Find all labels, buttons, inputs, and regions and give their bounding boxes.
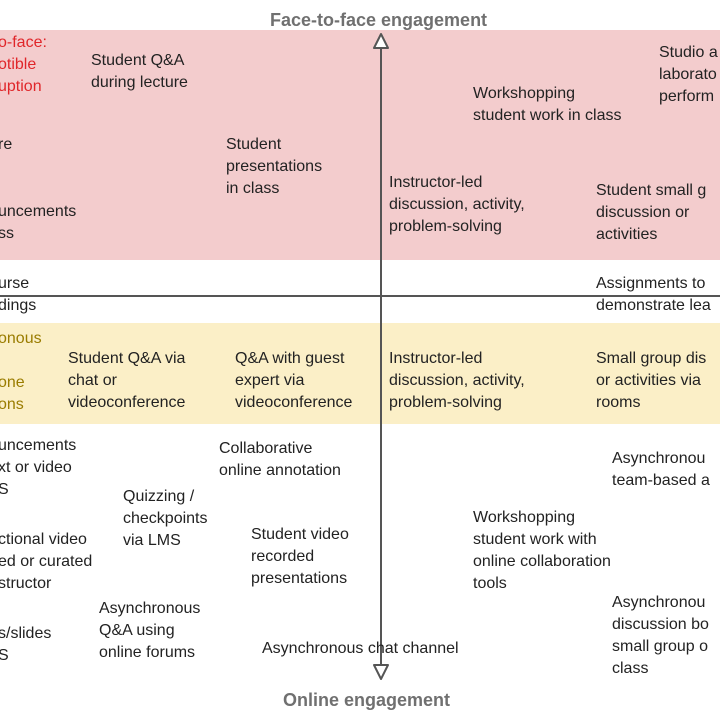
item-slides: s/slides S <box>0 625 52 664</box>
item-announcements-video: uncements xt or video S <box>0 437 77 498</box>
item-assignments: Assignments to demonstrate lea <box>596 275 711 314</box>
item-qa-guest: Q&A with guest expert via videoconferenc… <box>235 350 353 411</box>
item-student-video: Student video recorded presentations <box>251 526 349 587</box>
item-instructor-led-f2f: Instructor-led discussion, activity, pro… <box>389 174 525 235</box>
face-to-face-band <box>0 30 720 260</box>
item-student-qa-lecture: Student Q&A during lecture <box>91 52 188 91</box>
face-to-face-band-label: o-face: otible uption <box>0 34 47 95</box>
item-workshopping-online: Workshopping student work with online co… <box>473 509 611 592</box>
item-workshopping-class: Workshopping student work in class <box>473 85 622 124</box>
synchronous-band-label: onous <box>0 330 42 347</box>
item-instructional-video: ctional video ed or curated structor <box>0 531 93 592</box>
synchronous-band <box>0 323 720 424</box>
item-async-team: Asynchronou team-based a <box>612 450 710 489</box>
up-arrowhead-icon <box>373 33 389 49</box>
item-instructor-led-sync: Instructor-led discussion, activity, pro… <box>389 350 525 411</box>
item-async-discussion: Asynchronou discussion bo small group o … <box>612 594 709 677</box>
item-quizzing: Quizzing / checkpoints via LMS <box>123 488 208 549</box>
axis-title-face-to-face: Face-to-face engagement <box>270 10 488 30</box>
item-course-readings: urse dings <box>0 275 37 314</box>
synchronous-band-label-2: one ons <box>0 374 25 413</box>
axis-title-online: Online engagement <box>283 690 451 710</box>
item-student-qa-chat: Student Q&A via chat or videoconference <box>68 350 186 411</box>
item-async-qa-forums: Asynchronous Q&A using online forums <box>99 600 201 661</box>
down-arrowhead-icon <box>373 664 389 680</box>
item-collaborative-annotation: Collaborative online annotation <box>219 440 341 479</box>
item-lecture: re <box>0 136 13 153</box>
item-student-presentations: Student presentations in class <box>226 136 323 197</box>
item-small-group-rooms: Small group dis or activities via rooms <box>596 350 707 411</box>
item-announcements-class: uncements ss <box>0 203 77 242</box>
item-async-chat: Asynchronous chat channel <box>262 640 459 657</box>
item-student-small-group: Student small g discussion or activities <box>596 182 707 243</box>
item-studio-lab: Studio a laborato perform <box>659 44 718 105</box>
